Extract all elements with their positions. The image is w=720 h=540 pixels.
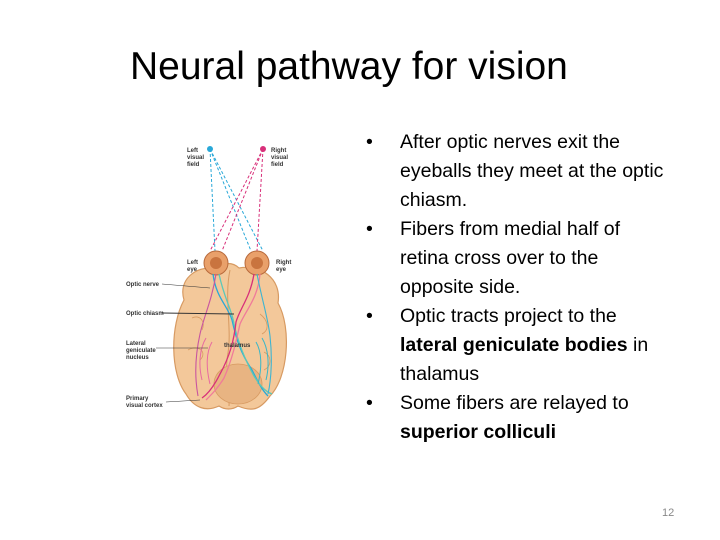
visual-cortex-label-2: visual cortex: [126, 403, 163, 409]
left-temporal-pathway: [195, 273, 217, 397]
bullet-item: Optic tracts project to the lateral geni…: [366, 302, 666, 389]
right-field-to-left-eye-ray-2: [221, 148, 264, 252]
bullet-bold-text: lateral geniculate bodies: [400, 334, 628, 356]
cerebellum-area: [213, 363, 263, 405]
brain-folds: [187, 313, 271, 371]
right-eye-pupil: [251, 257, 263, 269]
left-field-to-left-eye-ray: [209, 148, 216, 252]
right-radiation-fibers: [255, 337, 269, 385]
lgn-label-3: nucleus: [126, 355, 149, 361]
bullet-item: Some fibers are relayed to superior coll…: [366, 389, 666, 447]
left-visual-field-dot: [207, 146, 213, 152]
visual-pathway-diagram: Left visual field Right visual field Lef…: [126, 146, 291, 410]
optic-chiasm-pointer: [161, 312, 235, 315]
right-visual-field-label-1: Right: [271, 148, 286, 154]
right-field-to-right-eye-ray: [256, 148, 264, 252]
left-visual-field-label-2: visual: [187, 155, 204, 161]
right-field-pathway-2: [205, 273, 261, 401]
bullet-text: Some fibers are relayed to: [400, 392, 629, 414]
left-field-to-right-eye-ray-2: [209, 148, 252, 252]
left-radiation-fibers: [199, 337, 213, 385]
right-eye-label-2: eye: [276, 267, 287, 273]
bullet-item: Fibers from medial half of retina cross …: [366, 215, 666, 302]
optic-nerve-pointer: [161, 283, 211, 289]
bullet-text: After optic nerves exit the eyeballs the…: [400, 131, 664, 211]
right-visual-field-dot: [260, 146, 266, 152]
page-number: 12: [662, 507, 675, 519]
right-eye-label-1: Right: [276, 260, 291, 266]
visual-cortex-pointer: [165, 399, 201, 403]
visual-pathway-figure: Left visual field Right visual field Lef…: [120, 138, 305, 415]
thalamus-label: thalamus: [224, 343, 251, 349]
bullet-item: After optic nerves exit the eyeballs the…: [366, 128, 666, 215]
optic-nerve-label: Optic nerve: [126, 282, 160, 288]
bullet-text: Optic tracts project to the: [400, 305, 617, 327]
right-temporal-pathway: [256, 273, 272, 395]
bullet-text: Fibers from medial half of retina cross …: [400, 218, 620, 298]
right-visual-field-label-2: visual: [271, 155, 288, 161]
left-visual-field-label-3: field: [187, 162, 200, 168]
visual-cortex-label-1: Primary: [126, 396, 149, 402]
left-eye-label-2: eye: [187, 267, 198, 273]
bullet-bold-text: superior colliculi: [400, 421, 557, 443]
lgn-label-2: geniculate: [126, 348, 156, 354]
bullet-list: After optic nerves exit the eyeballs the…: [366, 128, 666, 447]
right-field-pathway-1: [201, 273, 255, 399]
left-eye-pupil: [210, 257, 222, 269]
right-field-to-left-eye-ray: [209, 148, 264, 252]
lgn-label-1: Lateral: [126, 341, 146, 347]
left-field-pathway-2: [218, 273, 273, 395]
right-visual-field-label-3: field: [271, 162, 284, 168]
optic-chiasm-label: Optic chiasm: [126, 311, 164, 317]
bullet-text: in thalamus: [400, 334, 649, 385]
left-eye-label-1: Left: [187, 260, 198, 266]
slide-title: Neural pathway for vision: [130, 45, 568, 88]
left-visual-field-label-1: Left: [187, 148, 198, 154]
